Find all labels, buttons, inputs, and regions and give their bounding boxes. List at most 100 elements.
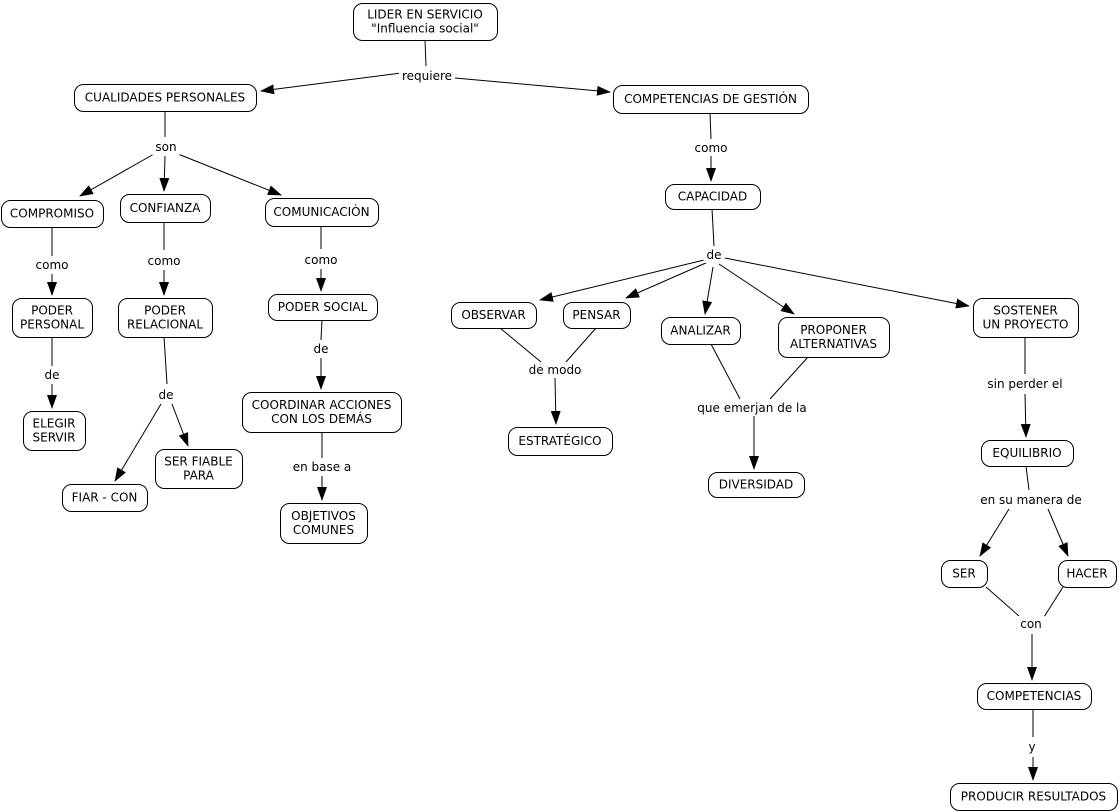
link-label-requiere[interactable]: requiere [402, 69, 452, 83]
node-capacidad-box[interactable] [665, 184, 761, 210]
node-analizar[interactable]: ANALIZAR [661, 317, 741, 345]
node-fiar-con-box[interactable] [62, 484, 148, 512]
node-ser-box[interactable] [941, 560, 988, 588]
node-poder-social[interactable]: PODER SOCIAL [268, 294, 378, 321]
link-label-en-base-a[interactable]: en base a [293, 460, 352, 474]
node-text-line: COORDINAR ACCIONES [252, 398, 392, 412]
node-capacidad[interactable]: CAPACIDAD [665, 184, 761, 210]
link-label-bg [1025, 739, 1039, 755]
link-label-bg [41, 367, 63, 383]
node-text-line: PODER [144, 304, 186, 318]
node-elegir-servir-box[interactable] [23, 411, 86, 451]
link-label-como-confianza[interactable]: como [148, 254, 181, 268]
node-ser[interactable]: SER [941, 560, 988, 588]
link-label-de-capacidad[interactable]: de [707, 248, 722, 262]
link-label-y[interactable]: y [1028, 740, 1035, 754]
node-cualidades-personales[interactable]: CUALIDADES PERSONALES [74, 84, 257, 112]
node-text-line: LIDER EN SERVICIO [367, 8, 483, 22]
edge-line [171, 403, 189, 447]
edge-line [159, 155, 170, 192]
node-lider-en-servicio-box[interactable] [353, 3, 498, 41]
link-label-de-personal[interactable]: de [45, 368, 60, 382]
edge-line [114, 403, 162, 482]
node-observar[interactable]: OBSERVAR [451, 302, 537, 329]
node-fiar-con-label: FIAR - CON [72, 491, 138, 505]
node-coordinar-acciones-box[interactable] [242, 392, 402, 433]
link-label-como-comunicacion[interactable]: como [305, 253, 338, 267]
edge-line [1025, 465, 1030, 491]
node-text-line: PRODUCIR RESULTADOS [961, 790, 1106, 804]
node-competencias[interactable]: COMPETENCIAS [977, 683, 1092, 710]
link-label-de-social[interactable]: de [314, 342, 329, 356]
node-objetivos-comunes-box[interactable] [280, 503, 368, 544]
edge-line [1047, 508, 1069, 557]
edge-line [718, 263, 795, 315]
link-label-bg [1017, 616, 1045, 632]
node-competencias-de-gestion[interactable]: COMPETENCIAS DE GESTIÓN [613, 85, 809, 114]
link-label-bg [984, 376, 1066, 392]
node-comunicacion[interactable]: COMUNICACIÒN [265, 198, 379, 227]
node-equilibrio[interactable]: EQUILIBRIO [981, 440, 1074, 467]
link-label-como-compromiso[interactable]: como [36, 258, 69, 272]
node-poder-personal-box[interactable] [12, 298, 93, 338]
node-lider-en-servicio[interactable]: LIDER EN SERVICIO"Influencia social" [353, 3, 498, 41]
node-cualidades-personales-box[interactable] [74, 84, 257, 112]
node-producir-resultados[interactable]: PRODUCIR RESULTADOS [950, 783, 1118, 811]
node-pensar-box[interactable] [563, 302, 631, 329]
node-ser-fiable-para-box[interactable] [155, 449, 243, 489]
link-label-de-relacional[interactable]: de [159, 388, 174, 402]
node-proponer-alternativas-box[interactable] [778, 317, 890, 358]
node-estrategico[interactable]: ESTRATÉGICO [508, 427, 613, 456]
edge-line [625, 261, 709, 299]
node-poder-relacional-box[interactable] [118, 298, 213, 338]
node-text-line: COMPETENCIAS [987, 689, 1082, 703]
link-label-sin-perder-el[interactable]: sin perder el [987, 377, 1062, 391]
node-hacer[interactable]: HACER [1058, 560, 1117, 588]
node-text-line: ALTERNATIVAS [790, 337, 877, 351]
link-label-en-su-manera-de[interactable]: en su manera de [980, 493, 1082, 507]
link-label-que-emerjan-de-la[interactable]: que emerjan de la [697, 401, 806, 415]
node-competencias-box[interactable] [977, 683, 1092, 710]
node-text-line: OBSERVAR [461, 308, 525, 322]
link-label-son[interactable]: son [155, 140, 176, 154]
link-label-como-gestion[interactable]: como [695, 141, 728, 155]
node-diversidad[interactable]: DIVERSIDAD [708, 472, 805, 498]
node-compromiso[interactable]: COMPROMISO [1, 200, 104, 228]
link-label-bg [289, 459, 355, 475]
node-text-line: PODER SOCIAL [278, 300, 368, 314]
node-text-line: SER FIABLE [164, 455, 233, 469]
node-competencias-de-gestion-box[interactable] [613, 85, 809, 114]
node-compromiso-box[interactable] [1, 200, 104, 228]
edge-line [979, 508, 1010, 557]
link-label-bg [398, 68, 456, 84]
node-poder-social-box[interactable] [268, 294, 378, 321]
node-pensar[interactable]: PENSAR [563, 302, 631, 329]
node-confianza[interactable]: CONFIANZA [120, 194, 211, 223]
node-text-line: EQUILIBRIO [992, 446, 1061, 460]
node-diversidad-box[interactable] [708, 472, 805, 498]
node-fiar-con[interactable]: FIAR - CON [62, 484, 148, 512]
node-comunicacion-box[interactable] [265, 198, 379, 227]
edge-line [177, 153, 282, 196]
link-label-con[interactable]: con [1020, 617, 1042, 631]
node-text-line: COMPETENCIAS DE GESTIÓN [624, 91, 797, 106]
node-sostener-un-proyecto-box[interactable] [973, 298, 1079, 338]
node-estrategico-box[interactable] [508, 427, 613, 456]
node-analizar-box[interactable] [661, 317, 741, 345]
node-equilibrio-box[interactable] [981, 440, 1074, 467]
edge-line [1043, 586, 1064, 618]
link-label-de-modo[interactable]: de modo [529, 363, 582, 377]
node-confianza-box[interactable] [120, 194, 211, 223]
node-observar-box[interactable] [451, 302, 537, 329]
node-hacer-box[interactable] [1058, 560, 1117, 588]
